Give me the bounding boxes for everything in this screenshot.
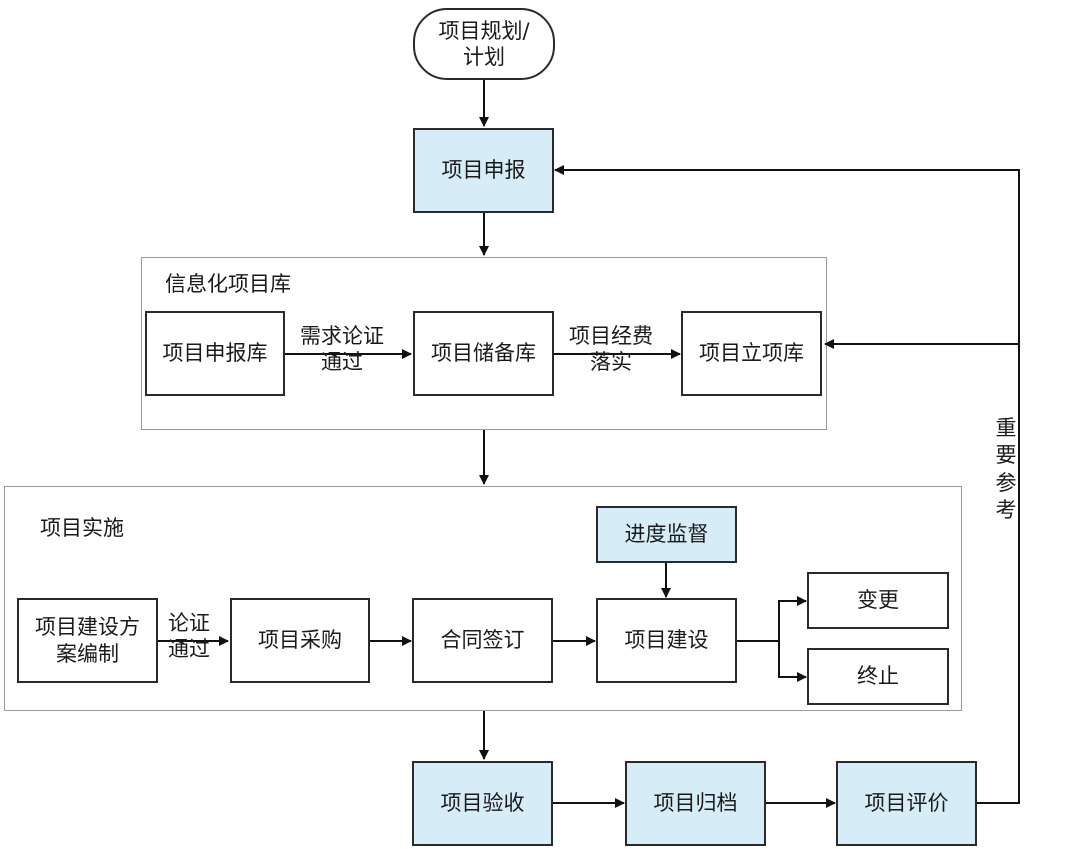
feedback-char: 重: [995, 416, 1017, 440]
node-approved-library-label: 项目立项库: [699, 341, 804, 366]
edge-label-line2: 落实: [590, 350, 632, 375]
edge-label-verified: 论证 通过: [168, 610, 210, 663]
edge-label-line1: 论证: [168, 611, 210, 635]
node-project-apply: 项目申报: [413, 128, 554, 213]
feedback-char: 考: [995, 497, 1017, 522]
edge-label-line1: 需求论证: [300, 324, 384, 348]
node-progress-monitor: 进度监督: [596, 506, 737, 563]
feedback-label-important-reference: 重 要 参 考: [994, 415, 1018, 524]
info-project-library-title: 信息化项目库: [165, 272, 291, 296]
plan-label-line2: 案编制: [56, 641, 119, 666]
edge-label-line2: 通过: [168, 637, 210, 662]
node-terminate: 终止: [807, 648, 949, 705]
node-change: 变更: [807, 572, 949, 629]
node-reserve-library-label: 项目储备库: [431, 341, 536, 366]
node-terminate-label: 终止: [857, 664, 899, 689]
node-approved-library: 项目立项库: [681, 311, 822, 396]
node-progress-monitor-label: 进度监督: [624, 522, 709, 547]
node-contract-signing: 合同签订: [412, 598, 553, 683]
node-apply-library: 项目申报库: [145, 311, 285, 396]
node-contract-signing-label: 合同签订: [440, 628, 525, 653]
node-project-apply-label: 项目申报: [441, 158, 526, 183]
node-reserve-library: 项目储备库: [413, 311, 554, 396]
node-construction-label: 项目建设: [624, 628, 709, 653]
node-archive-label: 项目归档: [653, 791, 738, 816]
plan-label-line1: 项目建设方: [35, 615, 140, 640]
edge-label-line2: 通过: [321, 350, 363, 375]
node-apply-library-label: 项目申报库: [162, 341, 268, 366]
node-archive: 项目归档: [625, 761, 766, 846]
edge-label-funding-secured: 项目经费 落实: [569, 323, 653, 376]
node-acceptance-label: 项目验收: [440, 791, 525, 816]
project-implementation-title: 项目实施: [40, 516, 124, 540]
feedback-char: 要: [995, 443, 1017, 468]
node-construction: 项目建设: [596, 598, 737, 683]
node-procurement: 项目采购: [230, 598, 370, 683]
edge-label-demand-verified: 需求论证 通过: [300, 323, 384, 376]
feedback-char: 参: [995, 470, 1017, 495]
start-label-line2: 计划: [462, 45, 505, 69]
edge-label-line1: 项目经费: [569, 324, 653, 348]
node-evaluation: 项目评价: [836, 761, 977, 846]
node-evaluation-label: 项目评价: [864, 791, 949, 816]
start-label-line1: 项目规划/: [438, 18, 530, 43]
node-procurement-label: 项目采购: [258, 628, 342, 653]
node-change-label: 变更: [857, 588, 899, 613]
node-construction-plan: 项目建设方案编制: [17, 598, 158, 683]
start-node-project-planning: 项目规划/计划: [413, 8, 555, 80]
node-acceptance: 项目验收: [412, 761, 553, 846]
